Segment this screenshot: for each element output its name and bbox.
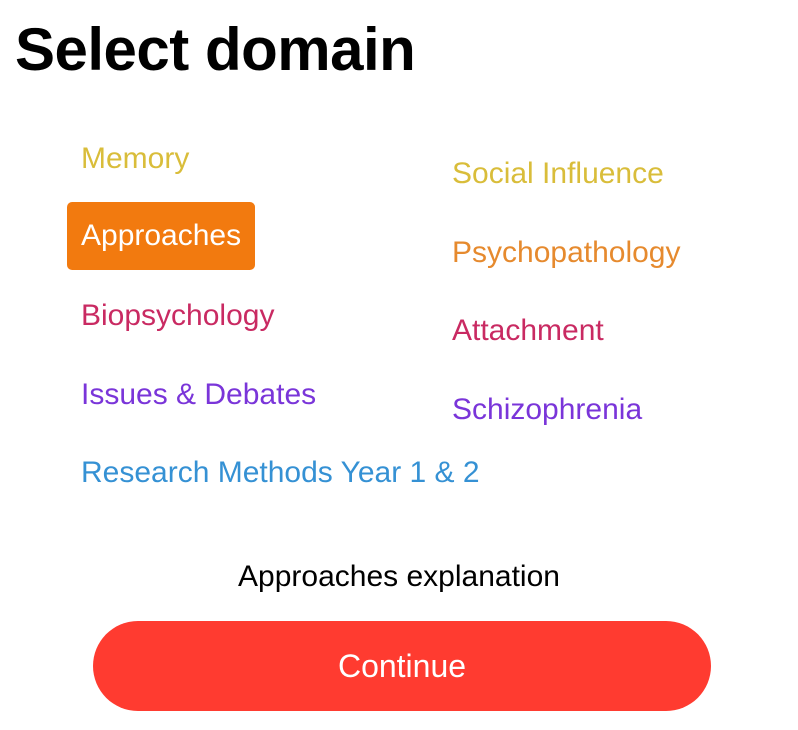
- domain-item-social-influence[interactable]: Social Influence: [452, 157, 664, 190]
- page-title: Select domain: [15, 16, 416, 83]
- domain-item-research-methods[interactable]: Research Methods Year 1 & 2: [81, 456, 480, 489]
- domain-item-issues-debates[interactable]: Issues & Debates: [81, 378, 317, 411]
- domain-item-psychopathology[interactable]: Psychopathology: [452, 236, 681, 269]
- selected-domain-explanation: Approaches explanation: [238, 560, 560, 593]
- domain-item-approaches[interactable]: Approaches: [67, 202, 256, 270]
- domain-item-schizophrenia[interactable]: Schizophrenia: [452, 393, 643, 426]
- domain-item-biopsychology[interactable]: Biopsychology: [81, 299, 275, 332]
- domain-item-attachment[interactable]: Attachment: [452, 314, 604, 347]
- domain-item-memory[interactable]: Memory: [81, 142, 190, 175]
- continue-button[interactable]: Continue: [93, 621, 711, 711]
